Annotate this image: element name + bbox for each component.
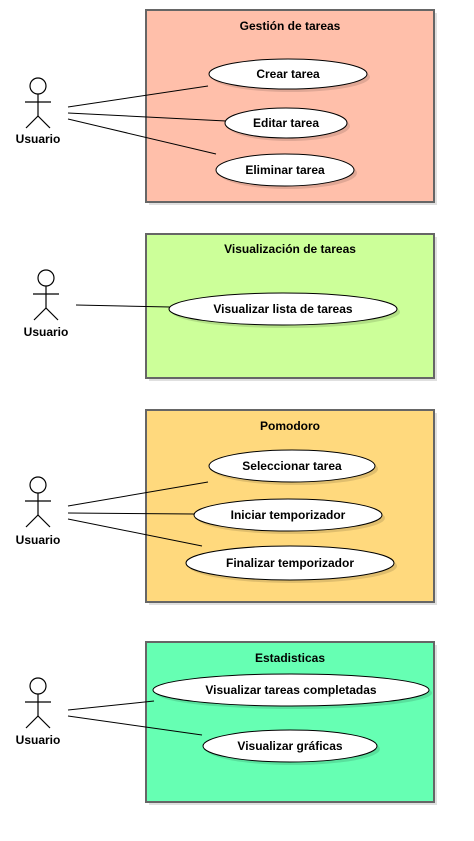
actor-label: Usuario	[16, 533, 61, 547]
actor-left-leg	[33, 307, 47, 321]
package-title: Estadisticas	[255, 651, 325, 665]
actor[interactable]: Usuario	[16, 77, 61, 146]
package-title: Gestión de tareas	[240, 19, 341, 33]
use-case[interactable]: Eliminar tarea	[215, 153, 357, 189]
use-case-label: Seleccionar tarea	[242, 459, 342, 473]
use-case-ellipse[interactable]	[168, 292, 398, 326]
actor-head	[29, 677, 47, 695]
actor-left-leg	[25, 115, 39, 129]
association-line	[67, 518, 203, 547]
use-case-label: Visualizar gráficas	[237, 739, 342, 753]
association-line	[67, 700, 155, 711]
actor-right-leg	[45, 307, 59, 321]
association-line	[75, 304, 171, 308]
package-title: Pomodoro	[260, 419, 320, 433]
use-case[interactable]: Iniciar temporizador	[193, 498, 385, 534]
use-case[interactable]: Crear tarea	[208, 58, 370, 92]
association-line	[67, 112, 227, 122]
use-case[interactable]: Editar tarea	[224, 107, 350, 141]
association-line	[67, 118, 217, 155]
actor[interactable]: Usuario	[16, 476, 61, 547]
actor-head	[37, 269, 55, 287]
actor-left-leg	[25, 715, 39, 729]
actor-label: Usuario	[16, 733, 61, 747]
use-case-ellipse[interactable]	[193, 498, 383, 532]
actor-right-leg	[37, 514, 51, 528]
use-case-label: Visualizar lista de tareas	[213, 302, 353, 316]
association-line	[67, 85, 209, 108]
association-line	[67, 512, 195, 515]
actor[interactable]: Usuario	[16, 677, 61, 747]
use-case-ellipse[interactable]	[152, 673, 430, 707]
use-case-ellipse[interactable]	[185, 545, 395, 581]
actor-label: Usuario	[16, 132, 61, 146]
association-line	[67, 715, 203, 736]
use-case-label: Crear tarea	[256, 67, 320, 81]
actor-head	[29, 77, 47, 95]
use-case-label: Visualizar tareas completadas	[205, 683, 377, 697]
use-case-ellipse[interactable]	[202, 729, 378, 763]
use-case[interactable]: Seleccionar tarea	[208, 449, 378, 485]
actor-right-leg	[37, 715, 51, 729]
use-case-ellipse[interactable]	[215, 153, 355, 187]
association-line	[67, 481, 209, 507]
actor-left-leg	[25, 514, 39, 528]
actor[interactable]: Usuario	[24, 269, 69, 339]
use-case-label: Editar tarea	[253, 116, 319, 130]
use-case[interactable]: Visualizar gráficas	[202, 729, 380, 765]
actor-label: Usuario	[24, 325, 69, 339]
use-case-ellipse[interactable]	[208, 449, 376, 483]
use-case[interactable]: Visualizar tareas completadas	[152, 673, 432, 709]
package-title: Visualización de tareas	[224, 242, 356, 256]
actor-head	[29, 476, 47, 494]
use-case-label: Iniciar temporizador	[231, 508, 346, 522]
actor-right-leg	[37, 115, 51, 129]
use-case-ellipse[interactable]	[208, 58, 368, 90]
use-case-label: Eliminar tarea	[245, 163, 325, 177]
use-case[interactable]: Finalizar temporizador	[185, 545, 397, 583]
use-case[interactable]: Visualizar lista de tareas	[168, 292, 400, 328]
package-boundary	[145, 641, 435, 803]
use-case-label: Finalizar temporizador	[226, 556, 354, 570]
use-case-ellipse[interactable]	[224, 107, 348, 139]
